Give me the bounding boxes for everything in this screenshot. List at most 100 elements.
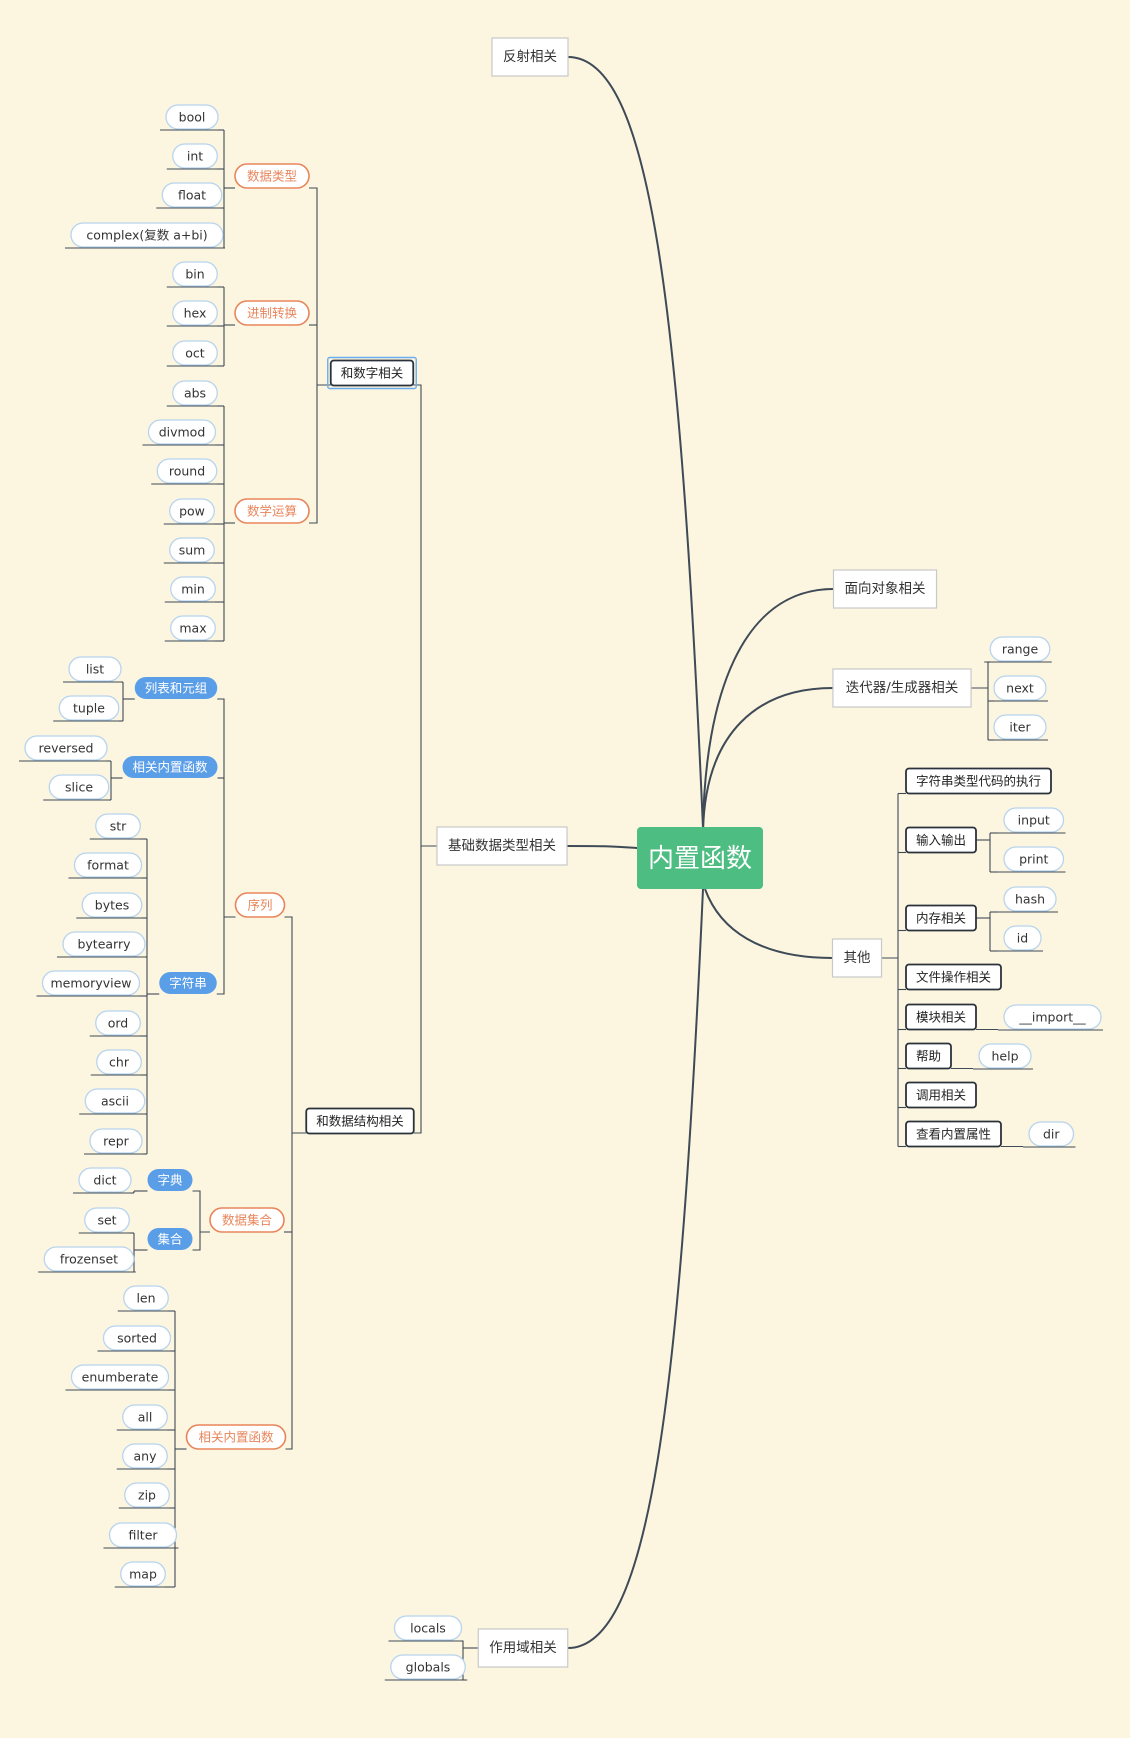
subtopic-string[interactable]: 字符串 [159,972,217,994]
leaf-node-filter[interactable]: filter [103,1522,179,1549]
leaf-node-pow[interactable]: pow [163,498,217,525]
leaf-node-tuple[interactable]: tuple [53,695,121,722]
leaf-node-repr[interactable]: repr [84,1128,144,1155]
topic-number[interactable]: 和数字相关 [327,356,417,390]
topic-io[interactable]: 输入输出 [905,826,977,854]
leaf-node-input[interactable]: input [998,807,1066,834]
leaf-node-bytes[interactable]: bytes [76,892,144,919]
leaf-node-bin[interactable]: bin [166,261,220,288]
leaf-node-float[interactable]: float [156,182,224,209]
leaf-node-dict[interactable]: dict [73,1167,133,1194]
leaf-node-locals[interactable]: locals [388,1615,464,1642]
leaf-node-min[interactable]: min [164,576,218,603]
leaf-node-bytearry[interactable]: bytearry [57,931,147,958]
leaf-label: hex [184,306,207,321]
leaf-node-enumberate[interactable]: enumberate [65,1364,171,1391]
topic-file[interactable]: 文件操作相关 [905,963,1002,991]
leaf-node-abs[interactable]: abs [166,380,220,407]
leaf-node-sorted[interactable]: sorted [97,1325,173,1352]
leaf-node-memoryview[interactable]: memoryview [36,970,142,997]
sub-topic-label: 数学运算 [247,504,297,519]
leaf-node-any[interactable]: any [116,1443,170,1470]
leaf-node-iter[interactable]: iter [988,714,1048,741]
leaf-node-set[interactable]: set [78,1207,132,1234]
subtopic-related-functions[interactable]: 相关内置函数 [122,756,218,778]
leaf-node-globals[interactable]: globals [384,1654,468,1681]
leaf-label: format [87,858,129,873]
subtopic-ds-functions[interactable]: 相关内置函数 [185,1424,287,1450]
topic-label: 内存相关 [916,911,966,926]
leaf-node-frozenset[interactable]: frozenset [38,1246,136,1273]
leaf-node-list[interactable]: list [63,656,123,683]
sub-topic-label: 字典 [157,1173,182,1188]
leaf-node-chr[interactable]: chr [90,1049,144,1076]
sub-topic-label: 进制转换 [247,306,298,321]
subtopic-radix[interactable]: 进制转换 [234,300,310,326]
leaf-node-range[interactable]: range [984,636,1052,663]
leaf-label: round [169,464,205,479]
leaf-node-round[interactable]: round [151,458,219,485]
leaf-node-print[interactable]: print [998,846,1066,873]
leaf-node-next[interactable]: next [988,675,1048,702]
leaf-label: locals [410,1621,446,1636]
leaf-node-import[interactable]: __import__ [998,1004,1103,1031]
leaf-node-complex-a-bi[interactable]: complex(复数 a+bi) [65,222,225,249]
leaf-node-all[interactable]: all [116,1404,170,1431]
branch-scope[interactable]: 作用域相关 [477,1628,569,1668]
subtopic-collection[interactable]: 数据集合 [209,1207,285,1233]
leaf-node-id[interactable]: id [998,925,1043,952]
leaf-node-slice[interactable]: slice [43,774,111,801]
leaf-node-ascii[interactable]: ascii [79,1088,147,1115]
branch-label: 作用域相关 [489,1640,557,1656]
leaf-node-dir[interactable]: dir [1023,1121,1076,1148]
leaf-node-max[interactable]: max [164,615,218,642]
leaf-node-sum[interactable]: sum [163,537,217,564]
branch-label: 其他 [844,950,871,966]
leaf-node-str[interactable]: str [89,813,143,840]
leaf-label: sorted [117,1331,157,1346]
topic-module[interactable]: 模块相关 [905,1003,977,1031]
branch-oop[interactable]: 面向对象相关 [832,569,938,609]
subtopic-list-tuple[interactable]: 列表和元组 [134,677,218,699]
topic-memory[interactable]: 内存相关 [905,904,977,932]
topic-attr[interactable]: 查看内置属性 [905,1120,1002,1148]
root-node[interactable]: 内置函数 [637,827,763,889]
leaf-label: len [136,1291,155,1306]
branch-iterator[interactable]: 迭代器/生成器相关 [832,668,972,708]
subtopic-math[interactable]: 数学运算 [234,498,310,524]
subtopic-data-type[interactable]: 数据类型 [234,163,310,189]
leaf-node-len[interactable]: len [117,1285,171,1312]
leaf-node-reversed[interactable]: reversed [19,735,109,762]
leaf-node-oct[interactable]: oct [166,340,220,367]
sub-topic-label: 相关内置函数 [132,760,208,775]
branch-reflection[interactable]: 反射相关 [491,37,569,77]
leaf-label: oct [185,346,205,361]
leaf-label: help [991,1049,1018,1064]
connector-line [566,845,638,849]
connector-line [309,385,318,524]
topic-label: 输入输出 [916,833,966,848]
leaf-node-int[interactable]: int [166,143,220,170]
leaf-node-hash[interactable]: hash [998,886,1058,913]
leaf-node-ord[interactable]: ord [89,1010,143,1037]
leaf-node-zip[interactable]: zip [118,1482,172,1509]
leaf-label: ord [108,1016,129,1031]
subtopic-dict[interactable]: 字典 [147,1169,193,1191]
sub-topic-label: 相关内置函数 [198,1430,274,1445]
leaf-label: iter [1009,720,1031,735]
topic-call[interactable]: 调用相关 [905,1081,977,1109]
topic-help[interactable]: 帮助 [905,1042,952,1070]
subtopic-sequence[interactable]: 序列 [234,892,286,918]
leaf-node-format[interactable]: format [68,852,144,879]
leaf-node-divmod[interactable]: divmod [142,419,218,446]
leaf-node-bool[interactable]: bool [160,104,220,131]
topic-data-structure[interactable]: 和数据结构相关 [305,1107,415,1135]
subtopic-set[interactable]: 集合 [147,1228,193,1250]
leaf-node-help[interactable]: help [973,1043,1033,1070]
branch-other[interactable]: 其他 [831,938,883,978]
branch-basic-types[interactable]: 基础数据类型相关 [436,826,568,866]
leaf-node-hex[interactable]: hex [166,300,220,327]
leaf-node-map[interactable]: map [114,1561,168,1588]
leaf-label: globals [406,1660,451,1675]
topic-exec[interactable]: 字符串类型代码的执行 [905,767,1052,795]
